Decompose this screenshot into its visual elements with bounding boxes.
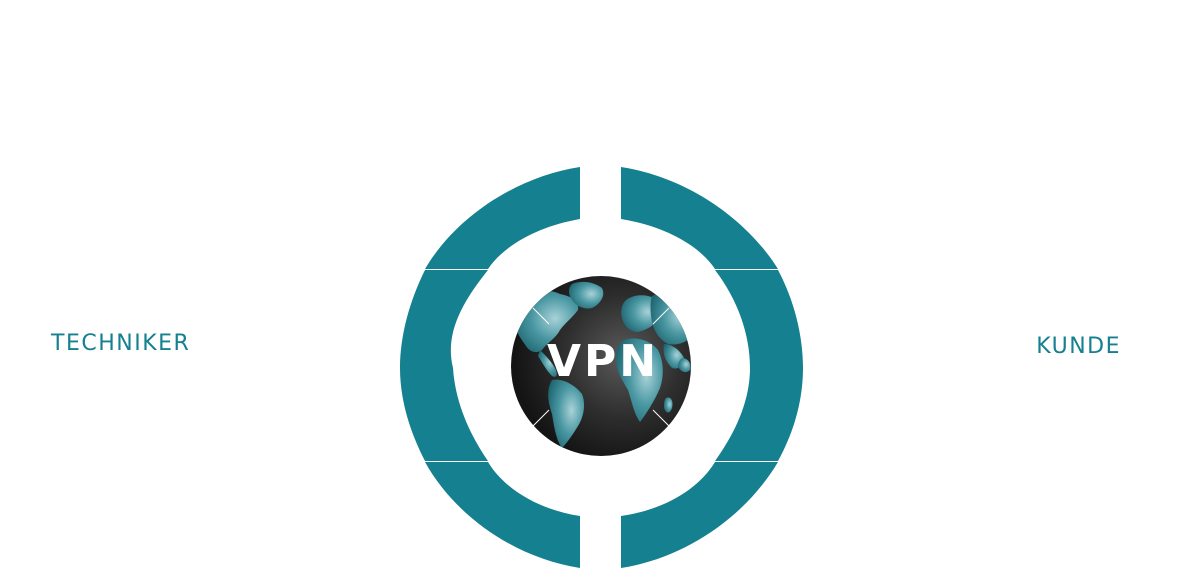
customer-label: KUNDE — [1036, 334, 1121, 359]
left-ring-segment-top — [425, 167, 580, 269]
world-globe-icon — [511, 276, 691, 456]
right-ring-segment-middle — [715, 270, 803, 461]
vpn-label: VPN — [547, 336, 659, 387]
right-ring — [621, 167, 803, 568]
left-ring-segment-bottom — [425, 462, 580, 568]
left-ring — [400, 167, 580, 568]
technician-label: TECHNIKER — [51, 331, 191, 356]
right-ring-segment-top — [621, 167, 778, 269]
right-ring-segment-bottom — [621, 462, 778, 568]
left-ring-segment-middle — [400, 270, 488, 461]
